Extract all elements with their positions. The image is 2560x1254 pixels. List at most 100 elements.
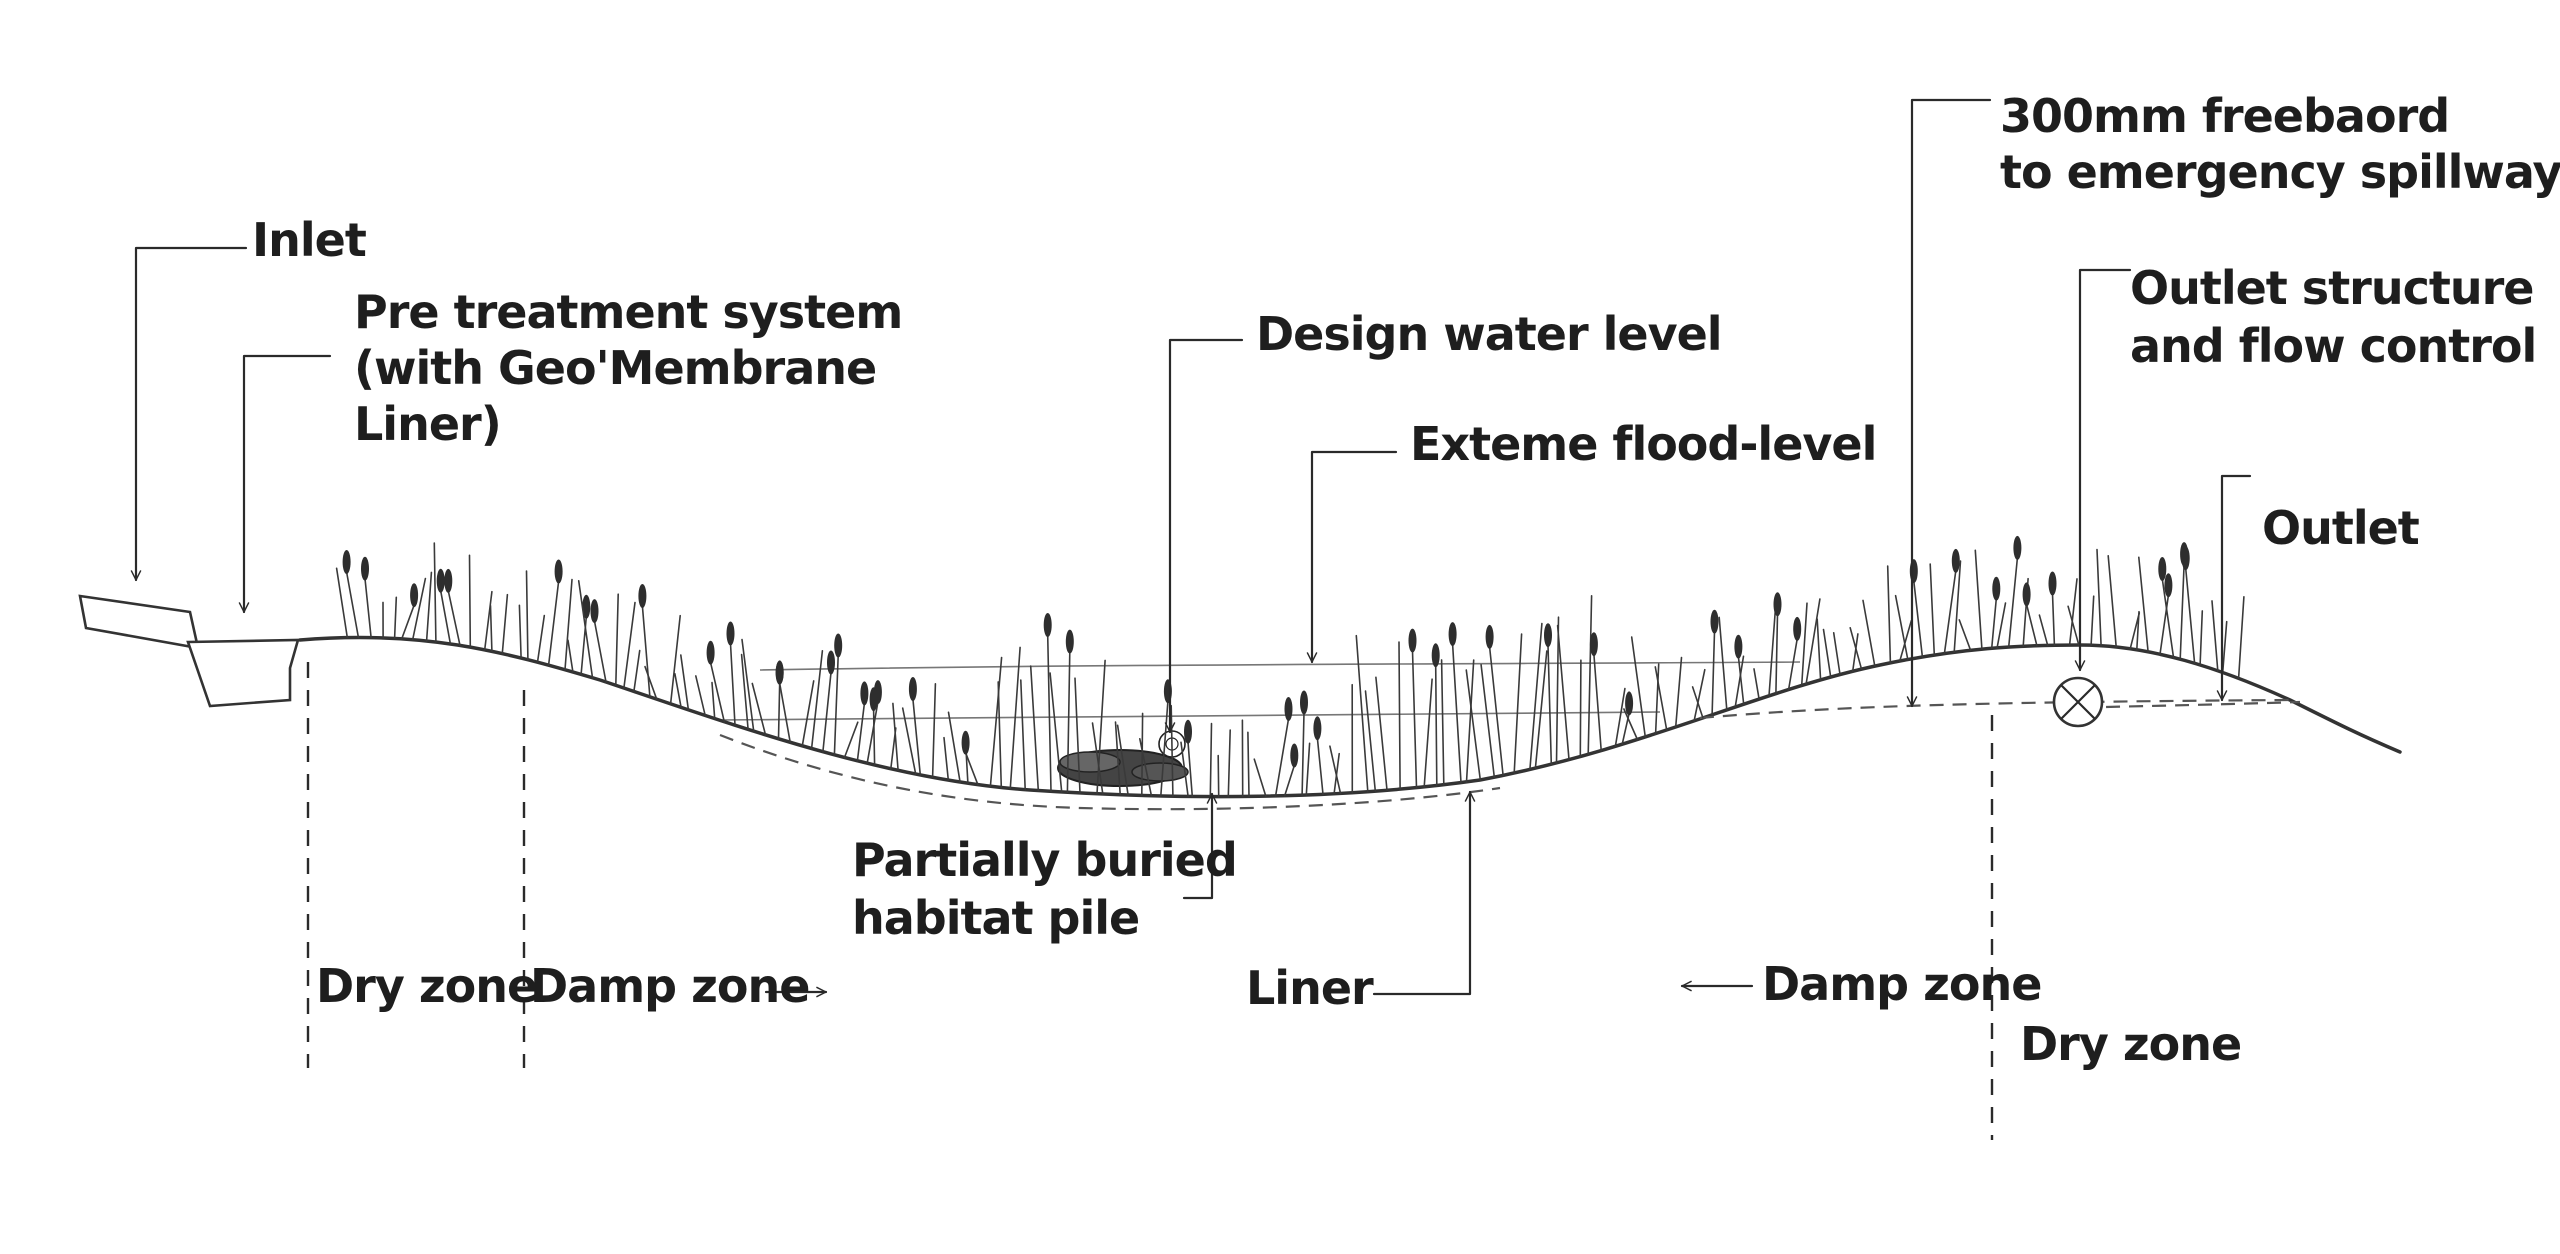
grass-blade: [741, 638, 755, 732]
grass-blade: [1529, 622, 1543, 771]
grass-blade: [1800, 602, 1808, 687]
grass-blade: [1465, 659, 1475, 783]
grass-blade: [2237, 596, 2245, 680]
grass-blade: [1180, 741, 1189, 798]
grass-blade: [1691, 686, 1704, 719]
grass-blade: [525, 570, 529, 661]
grass-blade: [2067, 605, 2080, 646]
seed-head: [1184, 719, 1192, 744]
seed-head: [2181, 546, 2190, 571]
liner-line: [719, 733, 1501, 811]
grass-blade: [335, 567, 349, 639]
seed-head: [1710, 609, 1719, 634]
grass-blade: [964, 751, 979, 786]
grass-blade: [1316, 737, 1324, 796]
grass-blade: [1913, 580, 1924, 658]
grass-blade: [2138, 556, 2149, 653]
grass-blade: [1355, 634, 1369, 793]
grass-blade: [364, 577, 372, 639]
grass-blade: [1886, 565, 1892, 664]
grass-blade: [1711, 630, 1716, 716]
grass-blade: [1066, 650, 1071, 794]
grass-blade: [1929, 563, 1936, 656]
inlet-label: Inlet: [252, 213, 366, 267]
grass-blade: [518, 604, 522, 659]
grass-blade: [1621, 712, 1630, 746]
seed-head: [706, 640, 715, 665]
grass-blade: [1187, 741, 1194, 798]
grass-blade: [2007, 557, 2019, 648]
grass-blade: [1775, 613, 1779, 695]
grass-blade: [1049, 672, 1063, 793]
grass-blade: [1894, 594, 1909, 661]
grass-blade: [564, 578, 573, 671]
seed-head: [1734, 634, 1743, 659]
liner-leader: [1372, 792, 1470, 996]
grass-blade: [1423, 678, 1433, 788]
seed-head: [2013, 535, 2022, 560]
grass-blade: [1996, 602, 2007, 649]
grass-blade: [1805, 598, 1821, 685]
seed-head: [1408, 628, 1417, 653]
grass-blade: [1953, 560, 1962, 653]
grass-blade: [695, 675, 706, 717]
grass-blade: [801, 680, 815, 747]
grass-blade: [483, 590, 493, 651]
seed-head: [1284, 697, 1293, 721]
grass-blade: [447, 590, 461, 647]
grass-blade: [1593, 653, 1602, 752]
grass-blade: [778, 682, 791, 744]
seed-head: [1043, 613, 1052, 637]
design-water-level-line: [759, 661, 1801, 671]
grass-blade: [1630, 636, 1647, 738]
inlet-pipe: [78, 594, 200, 650]
grass-blade: [931, 683, 937, 779]
ground-profile-line: [298, 635, 2402, 799]
habitat-pile-label-line2: habitat pile: [852, 891, 1139, 945]
grass-blade: [1096, 659, 1106, 795]
seed-head: [2158, 557, 2167, 581]
grass-blade: [393, 596, 398, 640]
grass-blade: [1737, 655, 1745, 705]
grass-blade: [1816, 618, 1822, 681]
grass-blade: [1364, 690, 1377, 792]
seed-head: [638, 584, 647, 608]
grass-blade: [1411, 649, 1418, 789]
grass-blade: [1020, 679, 1026, 791]
grass-blade: [943, 736, 950, 781]
seed-head: [444, 568, 453, 593]
habitat-pile-leader: [1182, 794, 1212, 900]
grass-blade: [1614, 687, 1626, 748]
grass-blade: [1465, 669, 1482, 781]
grass-blade: [1556, 624, 1570, 761]
seed-head: [436, 568, 445, 593]
grass-blade: [1217, 754, 1220, 798]
grass-blade: [1534, 650, 1548, 769]
seed-head: [2164, 573, 2173, 598]
seed-head: [908, 677, 917, 701]
grass-blade: [1849, 627, 1863, 670]
grass-blade: [2136, 610, 2140, 651]
grass-blade: [1623, 708, 1639, 741]
seed-head: [590, 599, 599, 624]
grass-blade: [1787, 638, 1798, 691]
grass-blade: [345, 571, 360, 639]
grass-blade: [680, 654, 690, 711]
habitat-pile: [1057, 730, 1189, 787]
grass-blade: [1488, 646, 1504, 777]
grass-blade: [2107, 555, 2117, 648]
outlet-structure-label-line1: Outlet structure: [2130, 261, 2534, 315]
seed-head: [1300, 690, 1308, 715]
grass-blade: [1209, 722, 1213, 798]
seed-head: [1625, 691, 1634, 716]
seed-head: [775, 660, 784, 685]
grass-blade: [1247, 731, 1250, 798]
grass-blade: [1160, 700, 1169, 797]
grass-blade: [489, 604, 493, 653]
grass-blade: [1451, 643, 1462, 784]
grass-blade: [674, 673, 682, 709]
grass-blade: [580, 616, 588, 676]
pretreatment-label-line3: Liner): [354, 397, 501, 451]
grass-blade: [843, 721, 859, 759]
